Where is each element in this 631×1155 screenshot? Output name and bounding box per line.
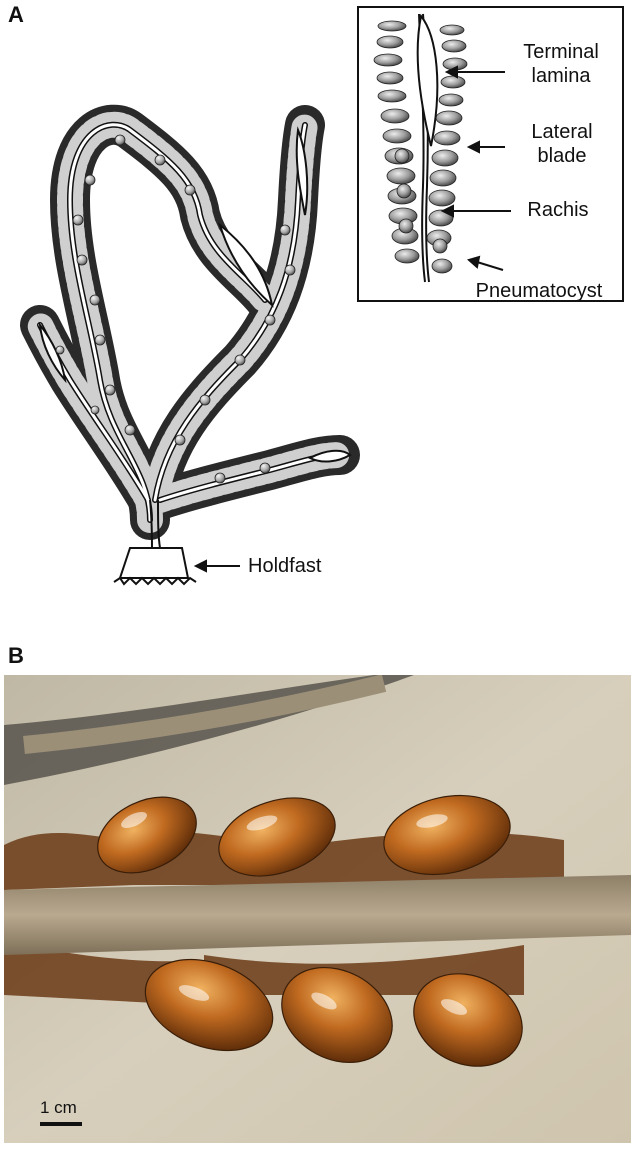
kelp-photograph — [4, 675, 631, 1143]
holdfast-shape — [114, 548, 196, 584]
holdfast-arrow — [196, 561, 240, 571]
label-lateral-blade: Lateral blade — [522, 120, 602, 168]
label-holdfast: Holdfast — [248, 554, 321, 578]
frond-bands — [40, 125, 340, 520]
scale-label: 1 cm — [40, 1098, 77, 1118]
label-pneumatocyst: Pneumatocyst — [454, 279, 624, 303]
panel-letter-b: B — [8, 643, 24, 669]
scale-bar — [40, 1122, 82, 1126]
photo-illustration — [4, 675, 631, 1143]
inset-terminal-lamina — [418, 16, 438, 146]
label-terminal-lamina: Terminal lamina — [511, 40, 611, 88]
label-rachis: Rachis — [518, 198, 598, 222]
